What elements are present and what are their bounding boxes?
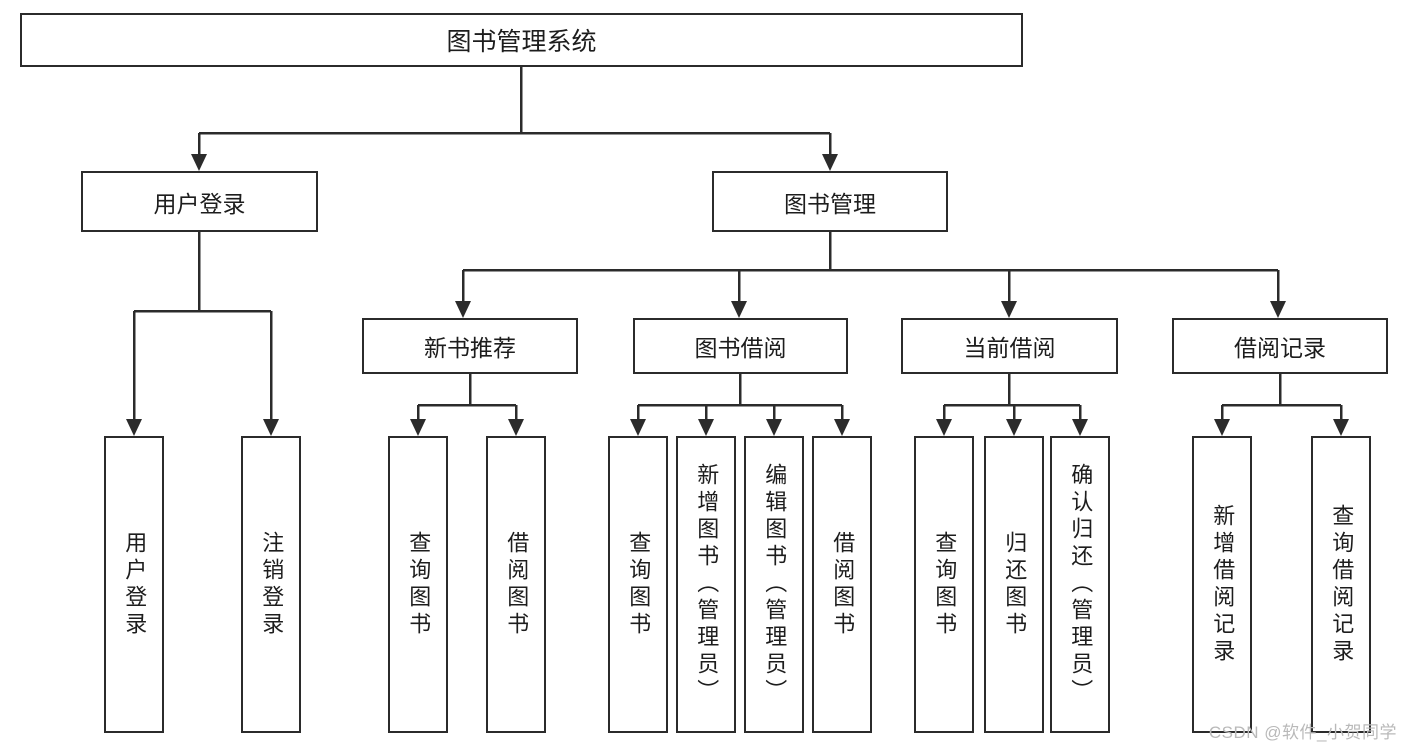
node-leaf-query-record[interactable]: 查询借阅记录 — [1311, 436, 1371, 733]
node-leaf-edit-book-label: 编辑图书（管理员） — [762, 463, 788, 706]
node-leaf-add-record-label: 新增借阅记录 — [1210, 503, 1236, 666]
node-current-borrow-label: 当前借阅 — [963, 335, 1056, 361]
node-leaf-user-login-label: 用户登录 — [122, 530, 148, 639]
node-leaf-confirm-return-label: 确认归还（管理员） — [1068, 463, 1094, 706]
node-root-label: 图书管理系统 — [446, 28, 597, 56]
node-leaf-add-record[interactable]: 新增借阅记录 — [1192, 436, 1252, 733]
node-leaf-confirm-return[interactable]: 确认归还（管理员） — [1050, 436, 1110, 733]
node-root[interactable]: 图书管理系统 — [20, 13, 1023, 67]
node-leaf-borrow-book-2[interactable]: 借阅图书 — [812, 436, 872, 733]
node-leaf-return-book-label: 归还图书 — [1002, 530, 1028, 639]
node-leaf-query-book-2-label: 查询图书 — [626, 530, 652, 639]
node-user-login[interactable]: 用户登录 — [81, 171, 318, 232]
node-leaf-add-book-label: 新增图书（管理员） — [694, 463, 720, 706]
node-leaf-query-book-3-label: 查询图书 — [932, 530, 958, 639]
node-book-manage[interactable]: 图书管理 — [712, 171, 948, 232]
node-current-borrow[interactable]: 当前借阅 — [901, 318, 1118, 374]
node-new-book-rec[interactable]: 新书推荐 — [362, 318, 578, 374]
node-leaf-logout-label: 注销登录 — [259, 530, 285, 639]
node-borrow-record[interactable]: 借阅记录 — [1172, 318, 1388, 374]
node-leaf-borrow-book-2-label: 借阅图书 — [830, 530, 856, 639]
node-book-borrow[interactable]: 图书借阅 — [633, 318, 848, 374]
node-leaf-logout[interactable]: 注销登录 — [241, 436, 301, 733]
node-leaf-query-book-2[interactable]: 查询图书 — [608, 436, 668, 733]
node-user-login-label: 用户登录 — [153, 190, 246, 217]
node-leaf-query-book-1-label: 查询图书 — [406, 530, 432, 639]
node-borrow-record-label: 借阅记录 — [1234, 335, 1326, 361]
node-leaf-query-record-label: 查询借阅记录 — [1329, 503, 1355, 666]
node-leaf-add-book[interactable]: 新增图书（管理员） — [676, 436, 736, 733]
watermark: CSDN @软件_小贺同学 — [1208, 723, 1397, 742]
node-book-borrow-label: 图书借阅 — [694, 335, 787, 361]
node-leaf-query-book-3[interactable]: 查询图书 — [914, 436, 974, 733]
node-leaf-query-book-1[interactable]: 查询图书 — [388, 436, 448, 733]
node-leaf-return-book[interactable]: 归还图书 — [984, 436, 1044, 733]
node-leaf-user-login[interactable]: 用户登录 — [104, 436, 164, 733]
node-leaf-edit-book[interactable]: 编辑图书（管理员） — [744, 436, 804, 733]
node-leaf-borrow-book-1[interactable]: 借阅图书 — [486, 436, 546, 733]
node-new-book-rec-label: 新书推荐 — [424, 335, 516, 361]
node-book-manage-label: 图书管理 — [784, 190, 876, 217]
node-leaf-borrow-book-1-label: 借阅图书 — [504, 530, 530, 639]
